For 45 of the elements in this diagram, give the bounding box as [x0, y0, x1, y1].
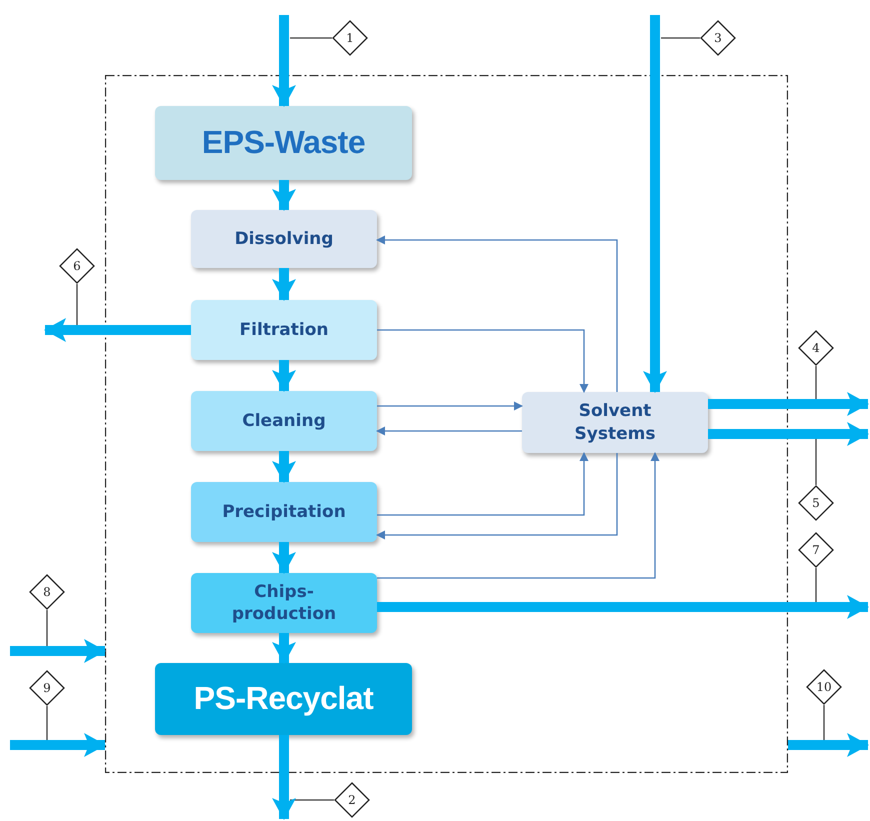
flow-arrow: [377, 402, 523, 410]
stream-arrow: [708, 422, 869, 446]
stream-number-diamond: 2: [334, 782, 370, 818]
flow-arrow: [376, 236, 618, 392]
stream-number-diamond: 8: [29, 574, 65, 610]
flow-arrow: [377, 452, 588, 516]
stream-arrow: [272, 633, 296, 664]
process-box: Dissolving: [191, 210, 377, 268]
process-box: Filtration: [191, 300, 377, 360]
stream-arrow: [708, 392, 869, 416]
stream-number-diamond: 10: [806, 669, 842, 705]
flow-arrow: [377, 452, 660, 579]
leader-line: [661, 37, 700, 39]
system-boundary: [105, 75, 788, 773]
stream-number-diamond: 5: [798, 485, 834, 521]
stream-number-diamond: 7: [798, 532, 834, 568]
stream-arrow: [272, 15, 296, 107]
stream-arrow: [44, 318, 191, 342]
stream-arrow: [272, 542, 296, 574]
process-box: Chips- production: [191, 573, 377, 633]
stream-arrow: [10, 639, 106, 663]
stream-arrow: [10, 733, 106, 757]
stream-arrow: [788, 733, 869, 757]
stream-arrow: [272, 360, 296, 392]
stream-arrow: [272, 180, 296, 211]
stream-number-diamond: 6: [59, 248, 95, 284]
flow-arrow: [376, 426, 522, 436]
process-box: Precipitation: [191, 482, 377, 542]
stream-number-diamond: 1: [332, 20, 368, 56]
process-box: Cleaning: [191, 391, 377, 451]
stream-arrow: [272, 735, 296, 820]
stream-arrow: [272, 268, 296, 301]
solvent-system-box: Solvent Systems: [522, 392, 708, 453]
stream-number-diamond: 3: [700, 20, 736, 56]
stream-arrow: [272, 451, 296, 483]
stream-number-diamond: 9: [29, 670, 65, 706]
leader-line: [290, 799, 334, 801]
stream-number-diamond: 4: [798, 330, 834, 366]
stream-arrow: [643, 15, 667, 393]
process-box: EPS-Waste: [155, 106, 412, 180]
leader-line: [290, 37, 332, 39]
flow-arrow: [376, 453, 618, 540]
stream-arrow: [377, 595, 869, 619]
flow-arrow: [377, 329, 588, 393]
product-box: PS-Recyclat: [155, 663, 412, 735]
